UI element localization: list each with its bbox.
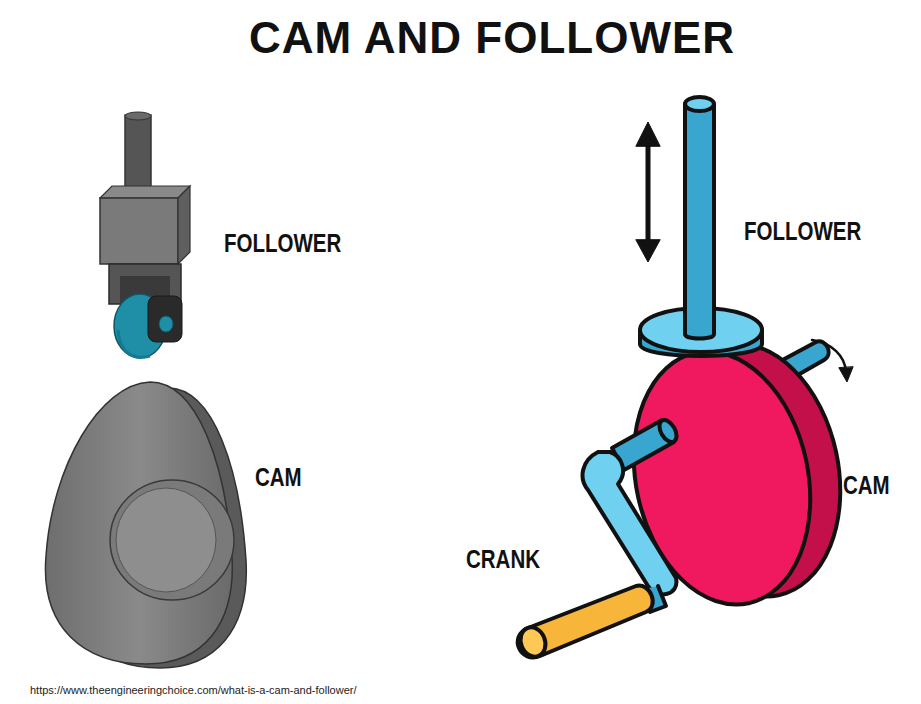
motion-arrow — [636, 122, 660, 262]
right-mechanism — [516, 97, 862, 660]
part-label: CAM — [843, 472, 890, 500]
part-label: CRANK — [466, 546, 540, 574]
part-label: FOLLOWER — [224, 230, 341, 258]
part-label: CAM — [255, 464, 302, 492]
part-label: FOLLOWER — [744, 218, 861, 246]
left-cam — [45, 382, 246, 668]
diagram-title: CAM AND FOLLOWER — [249, 14, 735, 62]
left-follower — [100, 112, 190, 358]
source-caption: https://www.theengineeringchoice.com/wha… — [30, 684, 356, 696]
